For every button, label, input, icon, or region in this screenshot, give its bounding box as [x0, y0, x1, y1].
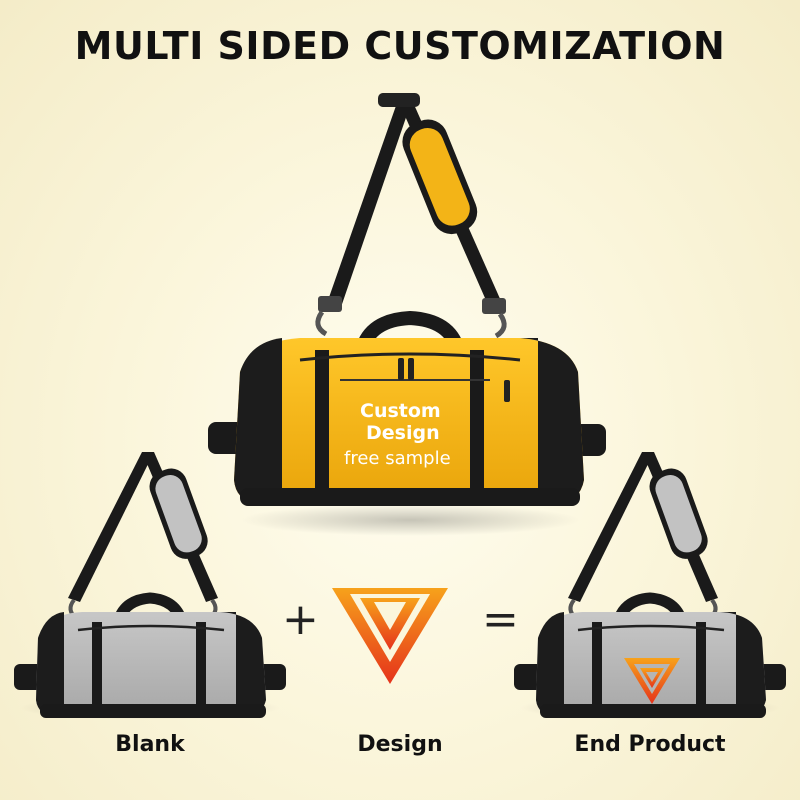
blank-bag [14, 452, 286, 720]
end-product-bag [514, 452, 786, 720]
caption-end-product: End Product [574, 732, 726, 757]
bag-text-custom: Custom [360, 400, 441, 422]
v-logo-icon [332, 588, 448, 684]
bag-text-free-sample: free sample [344, 448, 451, 469]
custom-design-bag [208, 93, 606, 536]
shoulder-pad [402, 119, 478, 235]
equals-sign: = [482, 594, 519, 645]
bag-strap-left [326, 100, 412, 310]
plus-sign: + [282, 594, 319, 645]
caption-design: Design [357, 732, 443, 757]
v-logo-icon-small [624, 658, 680, 704]
page-title: MULTI SIDED CUSTOMIZATION [74, 24, 726, 68]
bag-text-design: Design [366, 422, 440, 444]
caption-blank: Blank [115, 732, 185, 757]
